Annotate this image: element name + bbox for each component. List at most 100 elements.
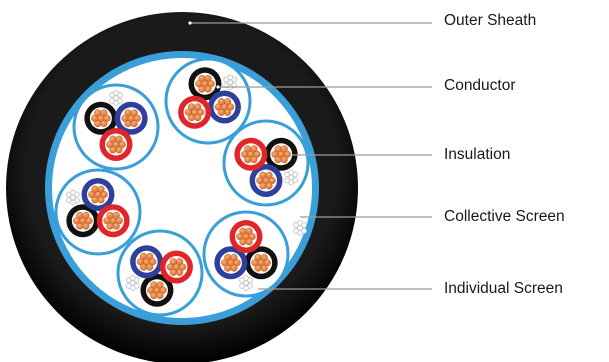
copper-strand	[175, 268, 184, 276]
copper-strand	[239, 238, 247, 246]
copper-strand	[187, 114, 196, 122]
copper-strand	[197, 108, 205, 116]
insulated-conductor	[140, 273, 174, 307]
copper-strand	[146, 252, 154, 260]
copper-strand	[204, 85, 212, 93]
copper-strand	[194, 103, 202, 111]
conductor-strands	[184, 103, 205, 122]
copper-strand	[85, 217, 93, 225]
copper-strand	[159, 286, 167, 294]
copper-strand	[217, 98, 225, 106]
pair-group-1	[164, 57, 252, 145]
copper-strand	[115, 135, 123, 143]
label-conductor: Conductor	[444, 77, 516, 94]
conductor-strands	[236, 227, 256, 246]
conductor-strands	[271, 145, 291, 164]
copper-strand	[91, 196, 99, 204]
drain-strand	[69, 189, 76, 196]
pair-group-4	[116, 229, 204, 317]
copper-strand	[248, 232, 256, 241]
copper-strand	[184, 108, 192, 116]
drain-strand	[297, 220, 303, 226]
copper-strand	[260, 253, 268, 261]
copper-strand	[124, 120, 132, 128]
copper-strand	[133, 114, 141, 122]
copper-strand	[175, 258, 184, 266]
copper-strand	[146, 263, 154, 271]
conductor-strands	[241, 145, 261, 164]
copper-strand	[97, 185, 105, 193]
copper-strand	[280, 145, 288, 153]
conductor-strands	[73, 211, 93, 230]
copper-strand	[94, 120, 102, 128]
copper-strand	[139, 252, 148, 260]
copper-strand	[241, 150, 249, 158]
copper-strand	[169, 258, 177, 266]
insulated-conductor	[66, 204, 100, 238]
leader-lines	[188, 21, 432, 290]
copper-strand	[254, 264, 262, 272]
copper-strand	[250, 156, 258, 164]
copper-strand	[244, 156, 252, 164]
copper-strand	[100, 190, 108, 199]
conductor-strands	[214, 98, 235, 116]
copper-strand	[109, 135, 117, 143]
drain-wire	[293, 220, 307, 236]
copper-strand	[169, 268, 177, 276]
label-insulation: Insulation	[444, 146, 511, 163]
copper-strand	[271, 150, 279, 158]
copper-strand	[124, 109, 132, 117]
copper-strand	[280, 156, 288, 164]
copper-strand	[91, 185, 99, 193]
copper-strand	[94, 109, 102, 117]
insulated-conductor	[84, 101, 118, 135]
copper-strand	[130, 109, 138, 117]
copper-strand	[149, 258, 157, 266]
insulated-conductor	[96, 204, 130, 238]
insulated-conductor	[249, 164, 283, 197]
conductor-strands	[106, 135, 126, 154]
copper-strand	[268, 176, 276, 185]
copper-strand	[100, 120, 108, 128]
conductor-strands	[91, 109, 111, 128]
copper-strand	[115, 146, 123, 154]
drain-strand	[69, 199, 76, 206]
insulated-conductor	[99, 128, 133, 161]
copper-strand	[139, 263, 148, 271]
copper-strand	[106, 222, 114, 230]
copper-strand	[236, 232, 244, 241]
copper-strand	[198, 74, 206, 82]
copper-strand	[207, 80, 215, 88]
copper-strand	[103, 217, 111, 225]
copper-strand	[259, 171, 267, 179]
drain-strand	[288, 179, 295, 186]
conductor-strands	[256, 171, 276, 190]
copper-strand	[251, 259, 259, 267]
copper-strand	[221, 259, 229, 267]
insulated-conductor	[264, 137, 298, 171]
conductor-strands	[166, 258, 187, 276]
copper-strand	[253, 150, 261, 158]
drain-strand	[129, 285, 136, 291]
copper-strand	[166, 263, 174, 271]
label-outer-sheath: Outer Sheath	[444, 12, 537, 29]
pair-group-6	[72, 83, 160, 171]
leader-dot-conductor	[216, 85, 220, 89]
copper-strand	[204, 74, 212, 82]
conductor-strands	[147, 281, 167, 300]
insulated-conductor	[178, 95, 212, 129]
conductor-strands	[103, 211, 123, 230]
leader-dot-outer-sheath	[188, 21, 192, 25]
copper-strand	[283, 150, 291, 158]
copper-strand	[112, 222, 120, 230]
copper-strand	[103, 114, 111, 122]
label-collective-screen: Collective Screen	[444, 208, 565, 225]
copper-strand	[224, 253, 232, 261]
pair-group-3	[202, 210, 290, 298]
drain-strand	[288, 169, 295, 176]
insulated-conductor	[81, 178, 115, 211]
copper-strand	[115, 217, 123, 225]
copper-strand	[256, 176, 264, 185]
copper-strand	[187, 103, 196, 111]
